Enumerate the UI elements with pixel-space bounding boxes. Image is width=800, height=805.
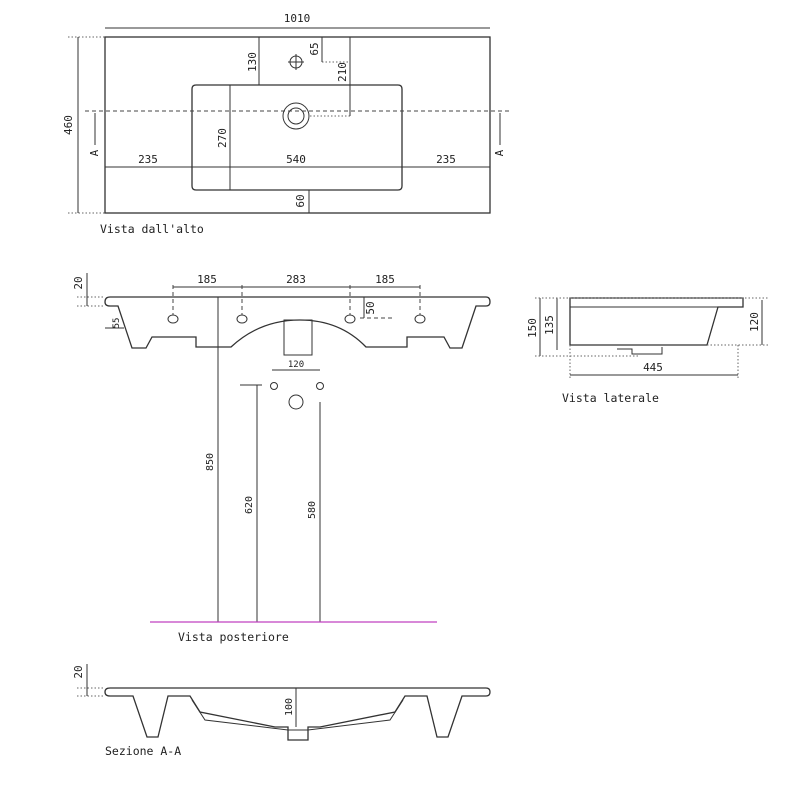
bowl-outline: [191, 84, 403, 191]
dim-top-thickness: 20: [72, 276, 85, 289]
dim-leg: 55: [112, 318, 122, 329]
side-view: 150 135 120 445 Vista laterale: [526, 297, 768, 405]
dim-height-total: 850: [205, 453, 216, 471]
basin-outline-top: [104, 36, 491, 214]
dim-front-height: 120: [748, 312, 761, 332]
section-marker-left: A: [88, 149, 101, 156]
basin-outline-section: [104, 687, 491, 741]
basin-outline-rear: [104, 296, 491, 349]
section-marker-right: A: [493, 149, 506, 156]
basin-outline-side: [569, 297, 744, 346]
fixing-hole-icon: [344, 314, 356, 324]
dim-spacing-center: 283: [286, 273, 306, 286]
fixing-hole-icon: [167, 314, 179, 324]
dim-hole-drop: 50: [364, 301, 377, 314]
drain-inner: [287, 107, 305, 125]
dim-height-drain: 580: [307, 501, 318, 519]
dim-basin-width: 540: [286, 153, 306, 166]
bracket-hole-icon: [270, 382, 278, 390]
dim-tap-edge: 65: [308, 42, 321, 55]
drain-outlet-icon: [288, 394, 304, 410]
caption-rear-view: Vista posteriore: [178, 630, 289, 644]
top-view: 1010 460 130 65 210 270 235 540 235 60 A…: [62, 12, 512, 236]
rear-view: 185 283 185 50 20 55 120 850 620 580 Vis…: [72, 273, 491, 644]
dim-tap-offset: 130: [246, 52, 259, 72]
fixing-hole-icon: [236, 314, 248, 324]
dim-body: 135: [543, 315, 556, 335]
caption-section: Sezione A-A: [105, 744, 181, 758]
dim-height-brackets: 620: [244, 496, 255, 514]
dim-side-depth: 445: [643, 361, 663, 374]
caption-side-view: Vista laterale: [562, 391, 659, 405]
dim-section-thickness: 20: [72, 665, 85, 678]
dim-height: 150: [526, 318, 539, 338]
siphon-outline: [617, 347, 663, 355]
dim-depth: 460: [62, 115, 75, 135]
dim-front: 60: [294, 194, 307, 207]
dim-bowl-depth: 100: [284, 698, 295, 716]
dim-spacing-right: 185: [375, 273, 395, 286]
dim-basin-depth: 270: [216, 128, 229, 148]
fixing-hole-icon: [414, 314, 426, 324]
bracket-hole-icon: [316, 382, 324, 390]
dim-drain: 210: [336, 62, 349, 82]
bowl-inner: [191, 699, 404, 731]
dim-width: 1010: [284, 12, 311, 25]
section-view: 20 100 Sezione A-A: [72, 664, 491, 758]
dim-spacing-left: 185: [197, 273, 217, 286]
dim-bracket-spacing: 120: [288, 360, 304, 370]
drain-icon: [282, 102, 310, 130]
dim-left: 235: [138, 153, 158, 166]
siphon-outline: [283, 319, 313, 356]
dim-right: 235: [436, 153, 456, 166]
caption-top-view: Vista dall'alto: [100, 222, 204, 236]
